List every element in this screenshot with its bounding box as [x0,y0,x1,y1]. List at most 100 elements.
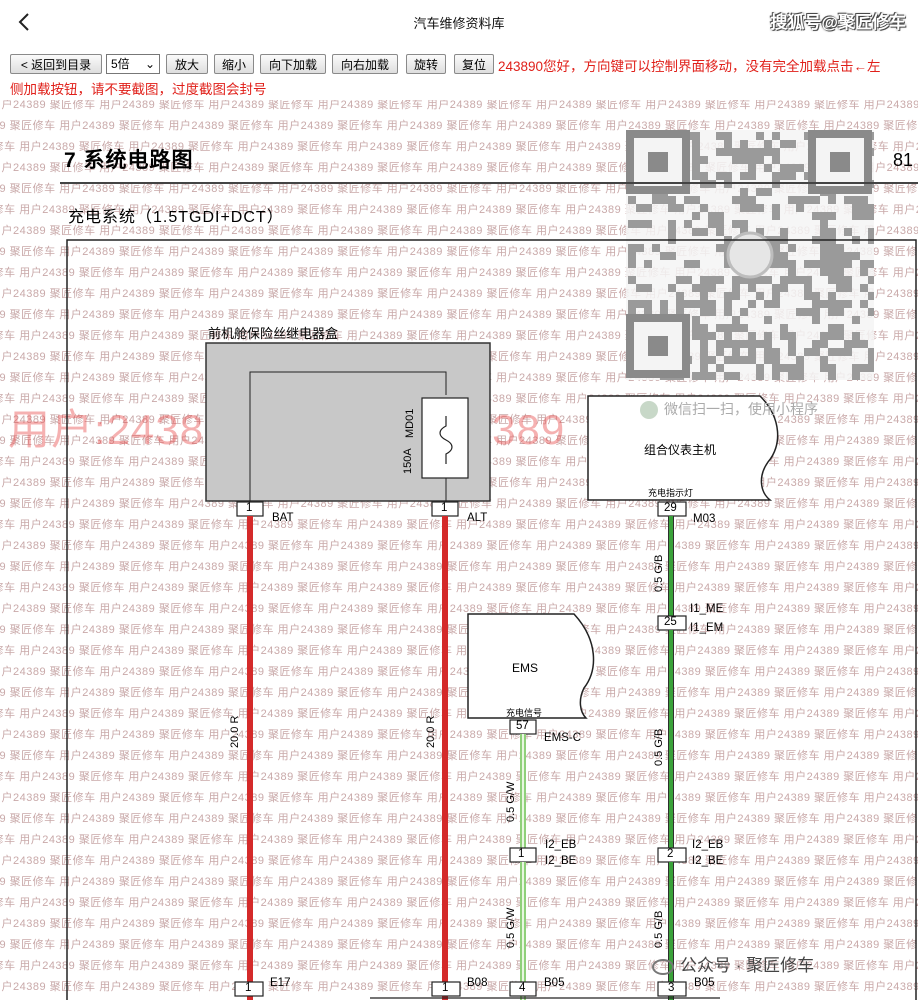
pin-bottom-e17 [234,981,264,997]
watermark-row: 用户24389 聚匠修车 用户24389 聚匠修车 用户24389 聚匠修车 用… [0,750,918,762]
wechat-scan-text: 微信扫一扫，使用小程序 [664,401,818,417]
watermark-row: 用户24389 聚匠修车 用户24389 聚匠修车 用户24389 聚匠修车 用… [0,666,918,678]
bat-pin-label: BAT [272,512,294,524]
load-right-button[interactable]: 向右加载 [332,54,398,74]
app-title: 汽车维修资料库 [413,16,505,31]
pin-bottom-b05-a [509,981,537,997]
zoom-in-button[interactable]: 放大 [166,54,208,74]
bottom-pin-number-2: 1 [442,982,449,994]
watermark-row: 用户24389 聚匠修车 用户24389 聚匠修车 用户24389 聚匠修车 用… [0,834,918,846]
wire-bat-red [247,516,253,1000]
bottom-connector-4: B05 [694,977,715,989]
cluster-connector: M03 [693,513,716,525]
wire-gb-label-1: 0.5 G/B [653,554,665,592]
ems-module [467,613,595,719]
back-arrow-icon[interactable] [14,10,36,34]
wire-bat-label: 20.0 R [229,715,241,748]
fuse-box-label: 前机舱保险丝继电器盒 [208,326,339,341]
notice-text: 243890您好，方向键可以控制界面移动，没有完全加载点击←左侧加载按钮，请不要… [10,59,881,97]
watermark-row: 用户24389 聚匠修车 用户24389 聚匠修车 用户24389 聚匠修车 用… [0,645,918,657]
title-rule [60,182,918,184]
i1-me-label: I1_ME [690,603,724,615]
cluster-label: 组合仪表主机 [644,443,717,457]
cluster-module [587,395,779,501]
pin-bottom-b05-b [657,981,687,997]
cluster-pin-number: 29 [664,502,677,514]
wire-gw-label-2: 0.5 G/W [505,907,517,948]
chevron-down-icon: ⌄ [144,57,155,71]
i1-em-label: I1_EM [690,622,724,634]
i2-right-be-label: I2_BE [692,855,724,867]
ems-pin-caption: 充电信号 [506,708,543,718]
cluster-pin-caption: 充电指示灯 [648,488,694,498]
bottom-pin-number-3: 4 [519,982,526,994]
ems-pin-number: 57 [516,720,529,732]
wire-gb-label-2: 0.5 G/B [653,728,665,766]
wechat-official-icon [652,958,674,975]
i2-right-pin-number: 2 [667,848,674,860]
document-page[interactable]: 用户24389 聚匠修车 用户24389 聚匠修车 用户24389 聚匠修车 用… [0,100,918,1000]
back-to-catalog-button[interactable]: < 返回到目录 [10,54,102,74]
rotate-button[interactable]: 旋转 [406,54,446,74]
bottom-connector-2: B08 [467,977,488,989]
load-down-button[interactable]: 向下加载 [260,54,326,74]
i1-pin-number: 25 [664,616,677,628]
watermark-row: 用户24389 聚匠修车 用户24389 聚匠修车 用户24389 聚匠修车 用… [0,918,918,930]
fuse-symbol [439,416,453,464]
fuse-name-label: MD01 [404,408,416,438]
wire-alt-red [442,516,448,1000]
watermark-row: 用户24389 聚匠修车 用户24389 聚匠修车 用户24389 聚匠修车 用… [0,792,918,804]
i2-left-eb-label: I2_EB [545,839,577,851]
fuse-rating-label: 150A [402,448,414,474]
watermark-row: 用户24389 聚匠修车 用户24389 聚匠修车 用户24389 聚匠修车 用… [0,855,918,867]
zoom-select[interactable]: 5倍 ⌄ [106,54,160,74]
ems-label: EMS [512,661,539,675]
i2-left-pin-number: 1 [518,848,525,860]
watermark-row: 用户24389 聚匠修车 用户24389 聚匠修车 用户24389 聚匠修车 用… [0,897,918,909]
alt-pin-label: ALT [467,512,488,524]
bottom-connector-1: E17 [270,977,291,989]
watermark-row: 用户24389 聚匠修车 用户24389 聚匠修车 用户24389 聚匠修车 用… [0,120,918,132]
wire-gb-label-3: 0.5 G/B [653,910,665,948]
watermark-row: 用户24389 聚匠修车 用户24389 聚匠修车 用户24389 聚匠修车 用… [0,582,918,594]
alt-pin-number: 1 [441,502,448,514]
watermark-row: 用户24389 聚匠修车 用户24389 聚匠修车 用户24389 聚匠修车 用… [0,876,918,888]
watermark-row: 用户24389 聚匠修车 用户24389 聚匠修车 用户24389 聚匠修车 用… [0,729,918,741]
wechat-scan-hint: 微信扫一扫，使用小程序 [640,399,818,420]
watermark-row: 用户24389 聚匠修车 用户24389 聚匠修车 用户24389 聚匠修车 用… [0,100,918,111]
watermark-row: 用户24389 聚匠修车 用户24389 聚匠修车 用户24389 聚匠修车 用… [0,939,918,951]
diagram-frame [66,239,917,1000]
bat-pin-number: 1 [246,502,253,514]
watermark-row: 用户24389 聚匠修车 用户24389 聚匠修车 用户24389 聚匠修车 用… [0,519,918,531]
app-header: 汽车维修资料库 搜狐号@聚匠修车 [0,0,918,46]
watermark-row: 用户24389 聚匠修车 用户24389 聚匠修车 用户24389 聚匠修车 用… [0,771,918,783]
watermark-row: 用户24389 聚匠修车 用户24389 聚匠修车 用户24389 聚匠修车 用… [0,813,918,825]
i2-right-eb-label: I2_EB [692,839,724,851]
zoom-out-button[interactable]: 缩小 [214,54,254,74]
watermark-row: 用户24389 聚匠修车 用户24389 聚匠修车 用户24389 聚匠修车 用… [0,708,918,720]
fuse-box-busbar [249,371,447,510]
watermark-row: 用户24389 聚匠修车 用户24389 聚匠修车 用户24389 聚匠修车 用… [0,561,918,573]
bottom-pin-number-1: 1 [245,982,252,994]
ems-connector: EMS-C [544,732,582,744]
section-title: 7 系统电路图 [64,149,194,172]
watermark-row: 用户24389 聚匠修车 用户24389 聚匠修车 用户24389 聚匠修车 用… [0,624,918,636]
watermark-row: 用户24389 聚匠修车 用户24389 聚匠修车 用户24389 聚匠修车 用… [0,603,918,615]
diagram-subtitle: 充电系统（1.5TGDI+DCT） [68,209,284,226]
wire-alt-label: 20.0 R [425,715,437,748]
page-number: 81 [893,150,914,170]
reset-button[interactable]: 复位 [454,54,494,74]
wechat-icon [640,401,658,420]
bottom-connector-3: B05 [544,977,565,989]
bottom-pin-number-4: 3 [668,982,675,994]
fuse-md01 [421,397,469,479]
i2-left-be-label: I2_BE [545,855,577,867]
footer-account-text: 公众号 · 聚匠修车 [680,956,815,975]
watermark-row: 用户24389 聚匠修车 用户24389 聚匠修车 用户24389 聚匠修车 用… [0,540,918,552]
pin-bottom-b08 [431,981,461,997]
brand-watermark: 搜狐号@聚匠修车 [770,13,906,32]
qr-code-image [626,130,874,380]
zoom-select-value: 5倍 [111,57,130,71]
circuit-diagram [66,239,917,1000]
footer-account: 公众号 · 聚匠修车 [652,951,814,976]
